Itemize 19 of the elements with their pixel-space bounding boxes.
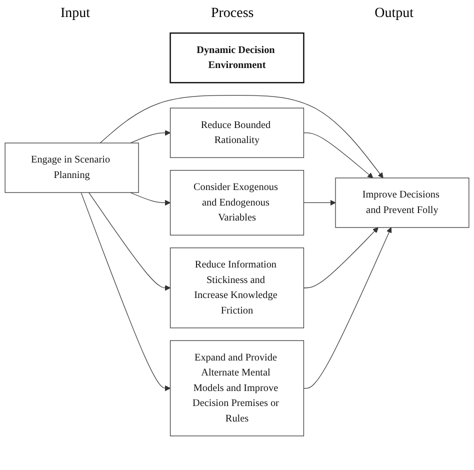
arrow xyxy=(100,94,384,178)
arrow xyxy=(80,192,171,391)
arrow xyxy=(130,130,171,143)
node-box: Expand and Provide Alternate Mental Models and Improve Decision Premises or Rules xyxy=(170,340,304,436)
node-box: Dynamic Decision Environment xyxy=(170,32,304,83)
arrow xyxy=(303,132,374,178)
node-box: Improve Decisions and Prevent Folly xyxy=(335,177,470,228)
node-box: Consider Exogenous and Endogenous Variables xyxy=(170,170,304,235)
section-label: Output xyxy=(374,6,414,22)
section-label: Process xyxy=(210,6,254,22)
arrow xyxy=(303,226,392,388)
node-box: Reduce Bounded Rationality xyxy=(170,107,304,158)
node-box: Engage in Scenario Planning xyxy=(4,142,139,192)
arrow xyxy=(130,192,171,206)
node-box: Reduce Information Stickiness and Increase Knowledge Friction xyxy=(170,247,304,328)
arrow xyxy=(303,226,378,288)
arrow xyxy=(88,192,171,290)
arrow xyxy=(303,199,336,206)
section-label: Input xyxy=(60,6,90,22)
